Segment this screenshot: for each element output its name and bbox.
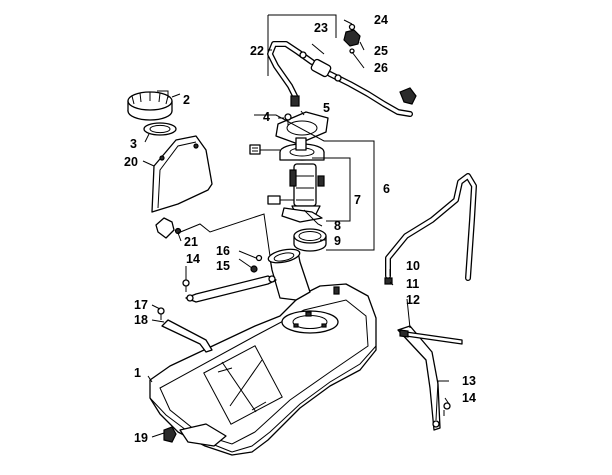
callout-8: 8 [334,219,341,233]
callout-22: 22 [250,44,264,58]
callout-3: 3 [130,137,137,151]
pump-ring [293,228,327,252]
callout-23: 23 [314,21,328,35]
strap-fastener [250,254,263,273]
hold-down-strap-left [185,275,277,303]
bolt-long [399,329,463,345]
hose-clip [343,23,361,54]
callout-7: 7 [354,193,361,207]
callout-18: 18 [134,313,148,327]
callout-17: 17 [134,298,148,312]
screw-front [182,279,190,292]
callout-11: 11 [406,277,419,291]
heat-shield [151,135,213,213]
filler-gasket [143,122,177,136]
callout-15: 15 [216,259,230,273]
fuel-pump [249,137,325,215]
callout-5: 5 [323,101,330,115]
callout-25: 25 [374,44,388,58]
fuel-line [267,41,417,117]
callout-26: 26 [374,61,388,75]
callout-10: 10 [406,259,420,273]
callout-4: 4 [263,110,270,124]
callouts: 1 2 3 4 5 6 7 8 9 10 11 12 13 14 14 15 1… [124,13,476,445]
callout-16: 16 [216,244,230,258]
screw-17 [157,307,165,320]
fuel-tank [149,248,377,456]
side-bracket [397,325,441,431]
leader-lines [142,14,450,438]
vent-hose [384,173,477,285]
callout-12: 12 [406,293,420,307]
clip-19 [163,426,177,443]
callout-21: 21 [184,235,198,249]
callout-6: 6 [383,182,390,196]
callout-20: 20 [124,155,138,169]
callout-1: 1 [134,366,141,380]
callout-13: 13 [462,374,476,388]
shield-bracket [155,217,182,239]
callout-14-front: 14 [186,252,200,266]
callout-2: 2 [183,93,190,107]
callout-24: 24 [374,13,388,27]
callout-14-rear: 14 [462,391,476,405]
filler-cap [127,91,173,121]
screw-rear [443,402,451,416]
front-bracket [161,319,213,353]
callout-19: 19 [134,431,148,445]
callout-9: 9 [334,234,341,248]
pump-screw [284,113,292,126]
